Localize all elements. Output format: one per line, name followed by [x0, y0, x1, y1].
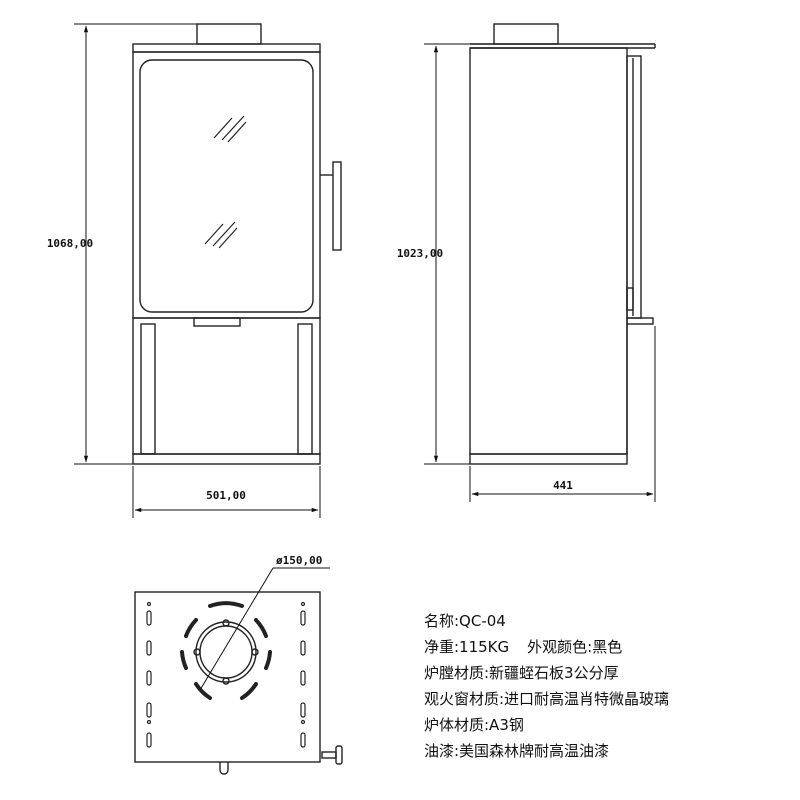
door-latch: [193, 317, 241, 327]
front-height-label: 1068,00: [47, 237, 93, 250]
front-top-plate: [132, 43, 321, 53]
front-width-label: 501,00: [206, 489, 246, 502]
air-control-knob: [321, 751, 337, 759]
front-glass-door: [139, 59, 314, 313]
spec-name: 名称:QC-04: [424, 612, 506, 630]
front-leg-left: [140, 323, 156, 455]
front-height-dimension: [74, 23, 197, 465]
side-door-profile: [626, 55, 642, 319]
spec-chamber-material: 炉膛材质:新疆蛭石板3公分厚: [424, 664, 619, 682]
front-flue-collar: [196, 23, 262, 45]
side-depth-label: 441: [553, 479, 573, 492]
front-leg-right: [297, 323, 313, 455]
spec-weight: 净重:115KG: [424, 638, 510, 656]
spec-body-material: 炉体材质:A3钢: [424, 716, 524, 734]
bottom-tab: [219, 762, 229, 775]
flue-diameter-label: ø150,00: [276, 554, 322, 567]
side-view: [469, 23, 656, 465]
side-flue-collar: [493, 23, 559, 45]
side-bottom-step: [626, 317, 654, 325]
flue-arc-slots: [180, 601, 272, 700]
side-height-dimension: [424, 43, 494, 465]
front-body: [132, 51, 321, 319]
side-body: [469, 47, 628, 455]
front-bottom-plate: [132, 453, 321, 465]
door-handle: [332, 161, 342, 251]
spec-paint: 油漆:美国森林牌耐高温油漆: [424, 742, 610, 760]
spec-color: 外观颜色:黑色: [527, 638, 623, 656]
flue-outlet: [193, 619, 259, 685]
spec-window-material: 观火窗材质:进口耐高温肖特微晶玻璃: [424, 690, 670, 708]
top-view: [134, 591, 343, 775]
front-base-frame: [132, 317, 321, 455]
side-height-label: 1023,00: [397, 247, 443, 260]
left-vent-slots: [146, 601, 152, 748]
right-vent-slots: [300, 601, 306, 748]
side-bottom-plate: [469, 453, 628, 465]
side-latch: [626, 287, 634, 311]
flue-diameter-leader: [199, 567, 330, 691]
front-width-dimension: [132, 466, 321, 518]
top-plate-outline: [134, 591, 321, 763]
spec-weight-color: 净重:115KG 外观颜色:黑色: [424, 634, 669, 660]
front-view: [132, 23, 342, 465]
glass-reflection-marks: [204, 115, 247, 249]
side-depth-dimension: [469, 326, 656, 502]
